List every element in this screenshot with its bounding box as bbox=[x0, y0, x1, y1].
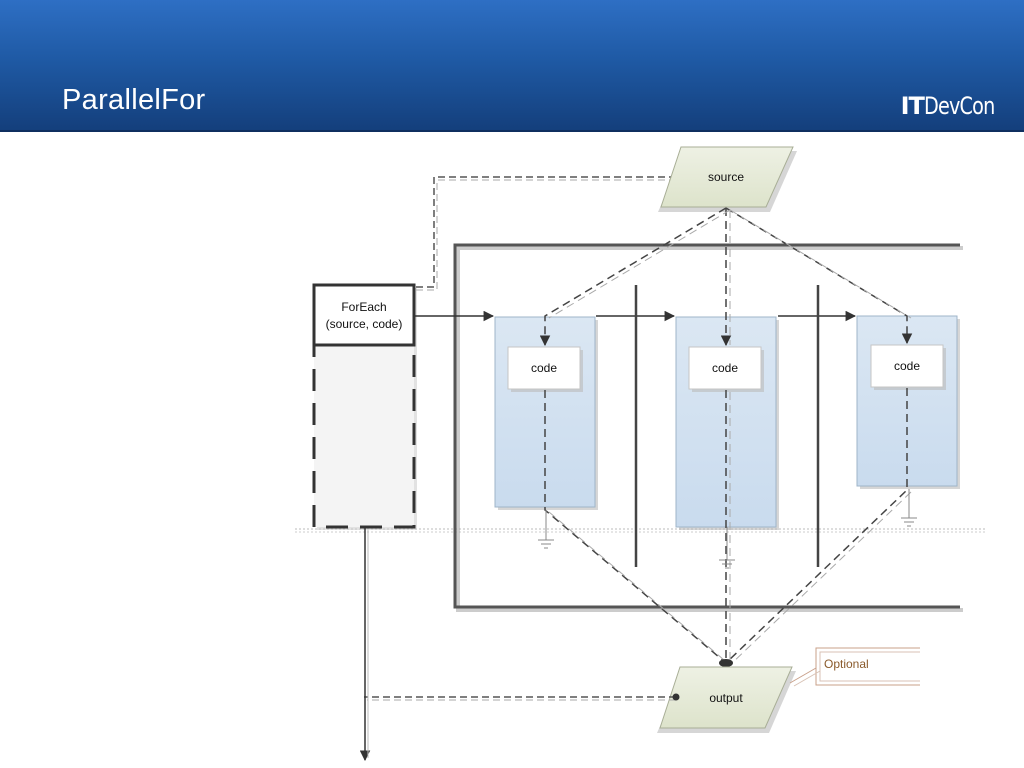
code-label-2: code bbox=[712, 361, 738, 375]
slide-title: ParallelFor bbox=[62, 84, 206, 116]
ground-symbols bbox=[538, 489, 917, 569]
foreach-activity: ForEach (source, code) bbox=[312, 283, 417, 530]
foreach-label-line1: ForEach bbox=[341, 300, 386, 314]
parallel-container bbox=[453, 243, 963, 612]
code-to-output-links bbox=[544, 388, 908, 664]
itdevcon-logo: ITDevCon bbox=[901, 92, 1012, 120]
output-label: output bbox=[709, 691, 743, 705]
foreach-label-line2: (source, code) bbox=[326, 317, 403, 331]
optional-annotation: Optional bbox=[789, 647, 920, 687]
lane-2: code bbox=[675, 316, 779, 530]
code-label-3: code bbox=[894, 359, 920, 373]
slide-header: ParallelFor ITDevCon bbox=[0, 0, 1024, 132]
source-to-foreach-link bbox=[416, 176, 676, 288]
logo-it: IT bbox=[900, 92, 925, 120]
lane-3: code bbox=[856, 315, 960, 489]
source-node: source bbox=[658, 146, 797, 212]
lane-1: code bbox=[494, 316, 598, 510]
merge-point bbox=[719, 659, 733, 667]
logo-devcon: DevCon bbox=[923, 92, 995, 120]
source-label: source bbox=[708, 170, 744, 184]
code-label-1: code bbox=[531, 361, 557, 375]
optional-label: Optional bbox=[824, 657, 869, 671]
output-node: output bbox=[657, 666, 796, 733]
